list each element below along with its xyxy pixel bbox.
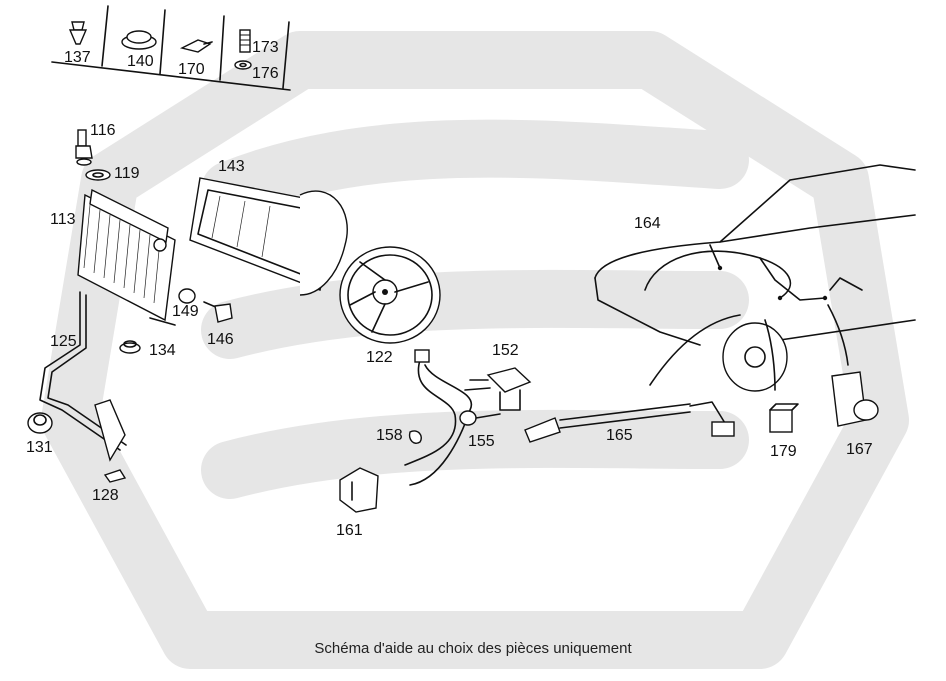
label-143: 143	[218, 158, 245, 175]
label-158: 158	[376, 427, 403, 444]
clip-137-icon	[68, 21, 88, 45]
clip-158-icon	[408, 430, 422, 444]
clamp-128-icon	[103, 469, 127, 483]
wiring-harness-icon	[404, 349, 473, 486]
pointer-arrows	[649, 304, 849, 391]
fan-122-icon	[339, 246, 441, 344]
grommet-134-icon	[119, 340, 141, 354]
label-170: 170	[178, 61, 205, 78]
diagram-caption: Schéma d'aide au choix des pièces unique…	[314, 640, 632, 657]
plug-170-icon	[179, 39, 213, 53]
label-164: 164	[634, 215, 661, 232]
label-122: 122	[366, 349, 393, 366]
screw-173-icon	[239, 29, 251, 53]
bracket-161-icon	[339, 467, 379, 513]
seal-119-icon	[85, 169, 111, 181]
label-113: 113	[50, 211, 76, 228]
label-116: 116	[90, 122, 116, 139]
nut-131-icon	[27, 412, 53, 434]
radiator-113-icon	[77, 188, 176, 326]
relay-179-icon	[769, 403, 799, 433]
label-176: 176	[252, 65, 279, 82]
label-131: 131	[26, 439, 53, 456]
small-parts-legend	[51, 5, 291, 91]
label-155: 155	[468, 433, 495, 450]
sender-116-icon	[75, 129, 93, 166]
label-137: 137	[64, 49, 91, 66]
relay-152-icon	[464, 367, 532, 411]
switch-167-icon	[831, 371, 879, 427]
label-173: 173	[252, 39, 279, 56]
label-179: 179	[770, 443, 797, 460]
label-119: 119	[114, 165, 140, 182]
fan-shroud-143-icon	[189, 177, 348, 296]
label-125: 125	[50, 333, 77, 350]
label-134: 134	[149, 342, 176, 359]
label-146: 146	[207, 331, 234, 348]
bracket-125-icon	[39, 291, 127, 462]
label-149: 149	[172, 303, 199, 320]
label-165: 165	[606, 427, 633, 444]
bush-149-icon	[178, 288, 196, 304]
wiring-164-icon	[644, 244, 828, 301]
washer-176-icon	[234, 60, 252, 70]
label-152: 152	[492, 342, 519, 359]
label-161: 161	[336, 522, 363, 539]
label-128: 128	[92, 487, 119, 504]
screw-155-icon	[459, 410, 501, 426]
plug-146-icon	[203, 301, 233, 323]
label-140: 140	[127, 53, 154, 70]
callout-labels: 137 140 170 173 176 116 119 113 143 149 …	[26, 39, 873, 539]
cable-165-icon	[524, 401, 735, 443]
label-167: 167	[846, 441, 873, 458]
grommet-140-icon	[121, 30, 157, 50]
